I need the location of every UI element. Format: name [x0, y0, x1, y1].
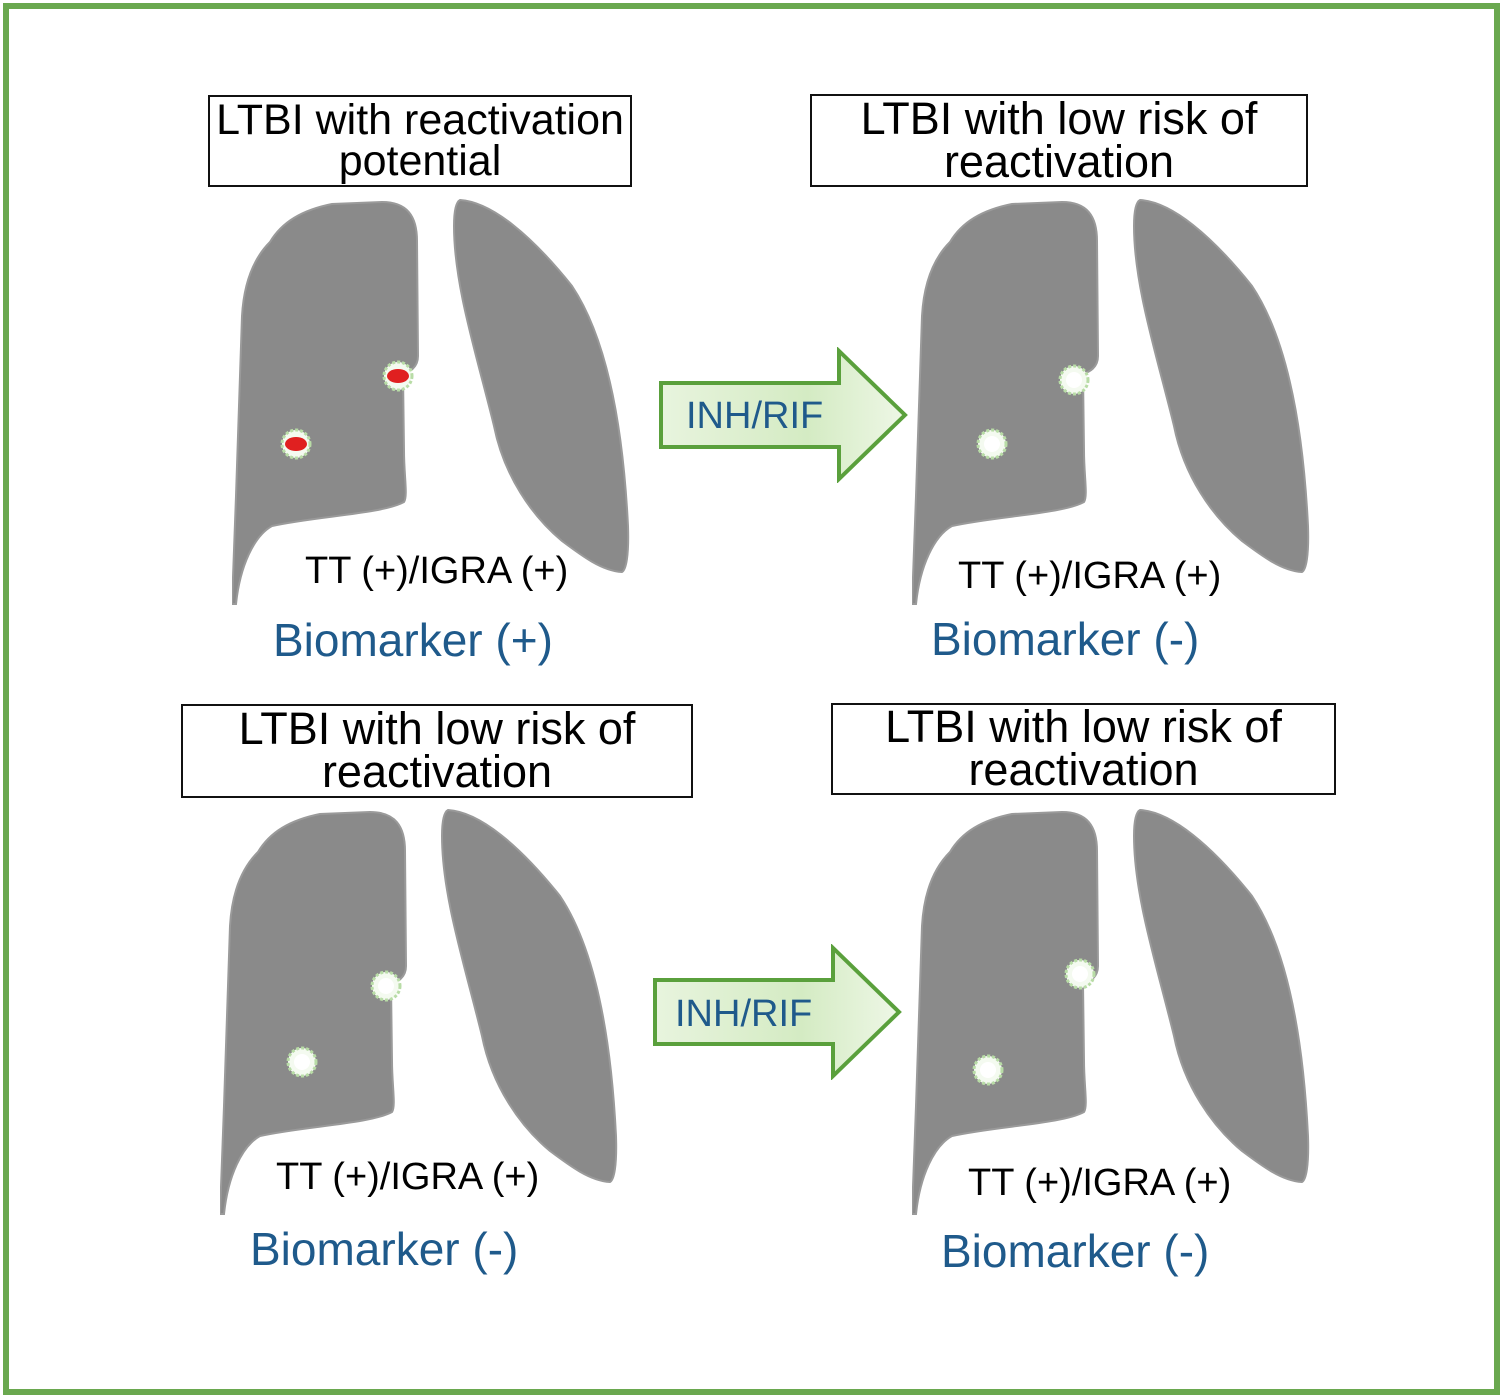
panel-2-biomarker: Biomarker (-): [931, 613, 1200, 665]
panel-3-biomarker: Biomarker (-): [250, 1223, 519, 1275]
panel-1-biomarker: Biomarker (+): [273, 614, 553, 666]
panel-3-title: LTBI with low risk of reactivation: [181, 704, 693, 798]
arrow-2-label: INH/RIF: [675, 993, 813, 1035]
arrow-1: [659, 347, 908, 483]
panel-1-title-line2: potential: [338, 137, 502, 185]
right-lung-shape: [912, 810, 1100, 1215]
panel-3-title-line1: LTBI with low risk of: [238, 703, 636, 755]
panel-3-lungs: [220, 808, 618, 1215]
panel-4-lungs: [912, 808, 1310, 1215]
upper-lesion: [382, 360, 414, 392]
panel-1-title: LTBI with reactivation potential: [208, 95, 632, 187]
panel-4-title-line1: LTBI with low risk of: [885, 701, 1282, 753]
left-lung-shape: [440, 808, 618, 1184]
panel-2-title-line2: reactivation: [943, 135, 1175, 187]
lower-lesion: [280, 428, 312, 460]
panel-2-title-line1: LTBI with low risk of: [860, 92, 1258, 144]
panel-1-title-line1: LTBI with reactivation: [216, 96, 624, 145]
left-lung-shape: [1132, 808, 1310, 1184]
panel-4-title: LTBI with low risk of reactivation: [831, 703, 1336, 795]
arrow-2: [653, 944, 902, 1080]
left-lung-shape: [452, 198, 630, 574]
upper-lesion: [1064, 958, 1096, 990]
figure-frame: [3, 3, 1500, 1395]
panel-4-title-line2: reactivation: [968, 744, 1199, 795]
lower-lesion: [972, 1054, 1004, 1086]
lower-lesion: [976, 428, 1008, 460]
panel-3-title-line2: reactivation: [321, 746, 553, 797]
upper-lesion: [370, 970, 402, 1002]
panel-2-title: LTBI with low risk of reactivation: [810, 94, 1308, 187]
panel-4-biomarker: Biomarker (-): [941, 1225, 1210, 1277]
left-lung-shape: [1132, 198, 1310, 574]
right-lung-shape: [232, 200, 420, 605]
right-lung-shape: [912, 200, 1100, 605]
panel-2-lungs: [912, 198, 1310, 605]
arrow-1-label: INH/RIF: [686, 395, 824, 437]
right-lung-shape: [220, 810, 408, 1215]
lower-lesion: [286, 1046, 318, 1078]
panel-1-test-result: TT (+)/IGRA (+): [305, 550, 569, 592]
panel-2-test-result: TT (+)/IGRA (+): [958, 555, 1222, 597]
panel-1-lungs: [232, 198, 630, 605]
upper-lesion: [1058, 364, 1090, 396]
panel-3-test-result: TT (+)/IGRA (+): [276, 1156, 540, 1198]
panel-4-test-result: TT (+)/IGRA (+): [968, 1162, 1232, 1204]
